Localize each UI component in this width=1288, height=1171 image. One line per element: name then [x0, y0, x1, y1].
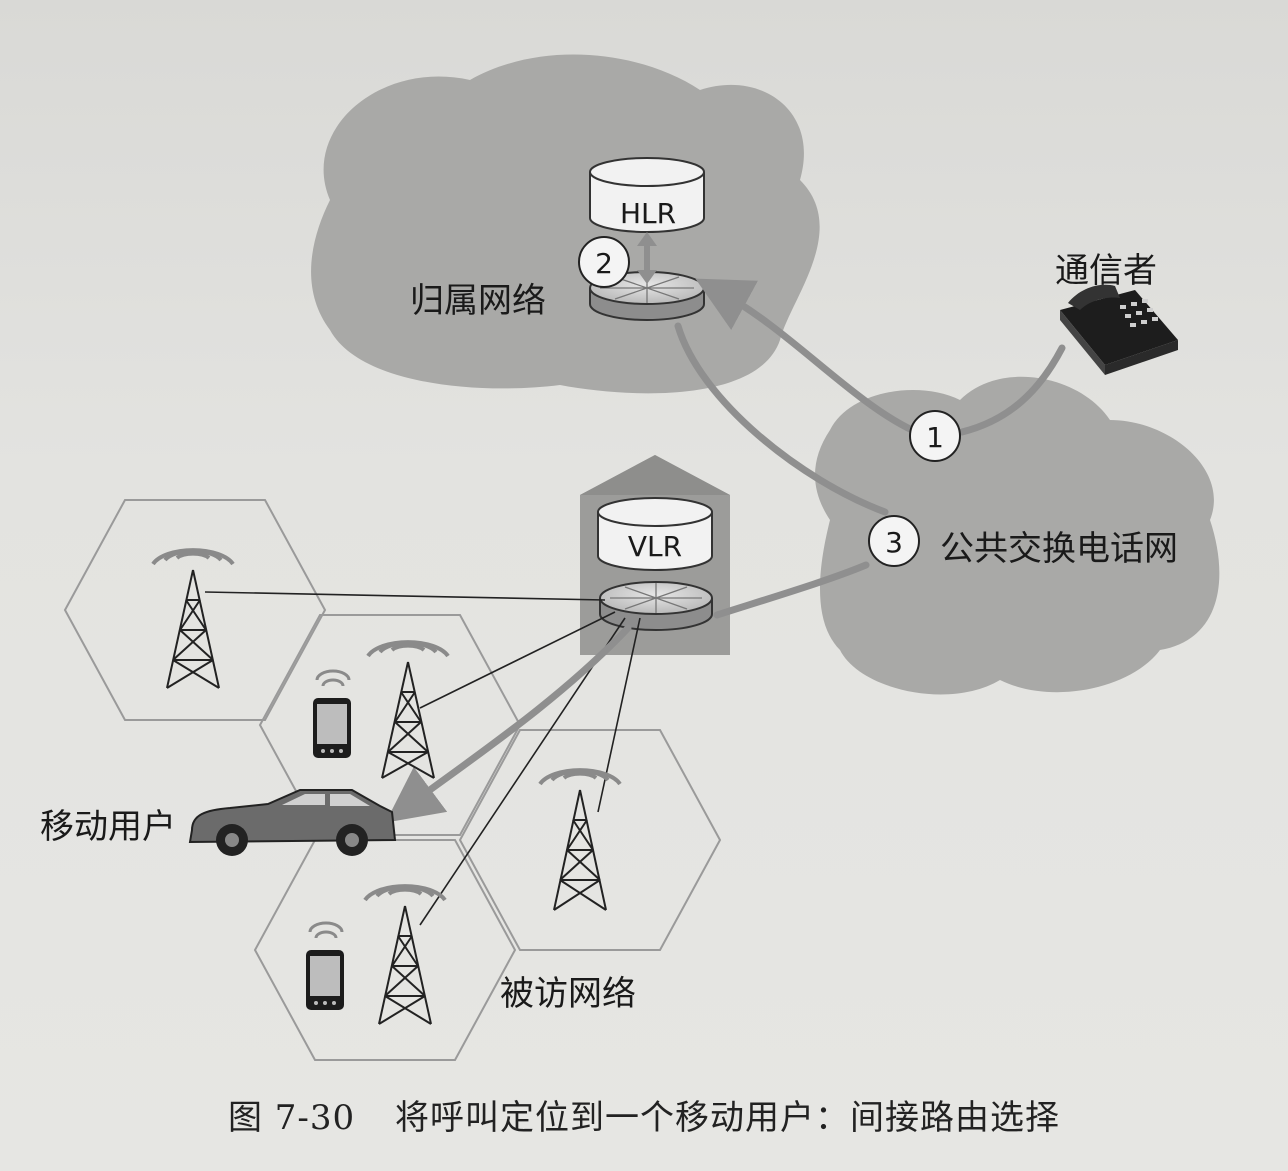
- cell-hexagon: [253, 839, 517, 1061]
- cell-hexagon: [63, 499, 327, 721]
- mobile-phone-icon: [306, 921, 344, 1010]
- hlr-label: HLR: [620, 197, 676, 230]
- home-network-label: 归属网络: [410, 281, 546, 321]
- cell-tower-icon: [538, 768, 622, 911]
- cell-tower-icon: [363, 884, 447, 1025]
- cell-tower-icon: [366, 640, 450, 779]
- home-network-cloud: [311, 54, 820, 394]
- svg-text:1: 1: [926, 421, 944, 454]
- call-path-caller-to-pstn: [958, 344, 1066, 436]
- mobile-phone-icon: [313, 669, 351, 758]
- mobile-user-label: 移动用户: [40, 807, 176, 847]
- step-marker-1: 1: [909, 410, 961, 462]
- car-icon: [188, 789, 397, 856]
- step-marker-3: 3: [868, 515, 920, 567]
- pstn-cloud: [815, 376, 1220, 695]
- call-path-pstn-to-visited-msc: [713, 561, 870, 619]
- figure-number: 图 7-30: [227, 1098, 356, 1138]
- visited-msc-switch-icon: [599, 581, 713, 631]
- figure-caption: 图 7-30 将呼叫定位到一个移动用户：间接路由选择: [0, 1090, 1288, 1139]
- visited-network-cells: [63, 499, 722, 1061]
- call-path-pstn-to-home-msc: [695, 278, 916, 434]
- hlr-database-icon: [589, 157, 705, 233]
- vlr-database-icon: [597, 497, 713, 571]
- call-path-visited-msc-to-car: [385, 624, 632, 823]
- caller-label: 通信者: [1055, 251, 1157, 291]
- cell-hexagon: [258, 614, 522, 836]
- pstn-label: 公共交换电话网: [940, 529, 1178, 569]
- visited-network-label: 被访网络: [500, 974, 636, 1014]
- telephone-icon: [1060, 284, 1178, 375]
- svg-text:3: 3: [885, 526, 903, 559]
- cell-hexagon: [458, 729, 722, 951]
- svg-text:2: 2: [595, 247, 613, 280]
- figure-title: 将呼叫定位到一个移动用户：间接路由选择: [395, 1098, 1060, 1138]
- vlr-label: VLR: [628, 530, 682, 563]
- call-path-home-msc-to-pstn: [674, 322, 889, 516]
- cell-tower-icon: [151, 548, 235, 689]
- step-marker-2: 2: [578, 236, 630, 288]
